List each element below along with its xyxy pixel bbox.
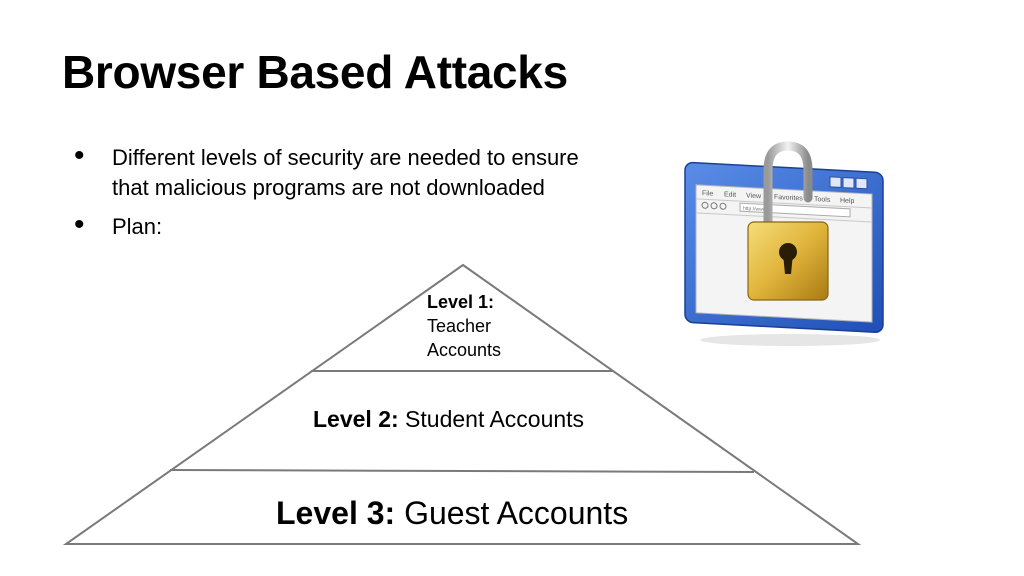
menu-file: File: [702, 190, 713, 198]
level-1-line1: Teacher: [427, 316, 492, 336]
address-text: http://www: [743, 206, 767, 213]
menu-favorites: Favorites: [774, 194, 803, 203]
minimize-icon: [829, 176, 842, 188]
bullet-text: Plan:: [112, 214, 163, 239]
home-icon: [719, 202, 727, 210]
bullet-dot-icon: •: [74, 139, 85, 172]
level-2-label: Level 2:: [313, 406, 399, 432]
back-icon: [701, 201, 709, 209]
close-icon: [855, 177, 868, 190]
bullet-list: • Different levels of security are neede…: [74, 139, 594, 251]
padlock-shackle: [763, 141, 813, 237]
pyramid-level-3: Level 3: Guest Accounts: [276, 495, 628, 532]
forward-icon: [710, 202, 718, 210]
level-2-text: Student Accounts: [405, 406, 585, 432]
slide-title: Browser Based Attacks: [62, 46, 568, 98]
maximize-icon: [842, 177, 855, 189]
level-3-label: Level 3:: [276, 495, 396, 531]
level-3-text: Guest Accounts: [404, 495, 629, 531]
menu-view: View: [746, 192, 762, 200]
bullet-text: Different levels of security are needed …: [112, 145, 579, 200]
pyramid-divider-lower: [169, 469, 755, 473]
menu-help: Help: [840, 197, 854, 205]
pyramid-level-2: Level 2: Student Accounts: [313, 406, 584, 433]
bullet-dot-icon: •: [74, 208, 85, 241]
browser-padlock-icon: File Edit View Favorites Tools Help http…: [684, 141, 884, 346]
level-1-line2: Accounts: [427, 340, 502, 360]
menu-tools: Tools: [814, 196, 831, 204]
level-1-label: Level 1:: [427, 292, 495, 312]
bullet-item: • Different levels of security are neede…: [74, 139, 594, 203]
pyramid-level-1: Level 1: Teacher Accounts: [427, 290, 501, 362]
shadow: [700, 334, 880, 346]
menu-edit: Edit: [724, 191, 736, 199]
pyramid-outline: [62, 263, 862, 545]
bullet-item: • Plan:: [74, 208, 594, 242]
